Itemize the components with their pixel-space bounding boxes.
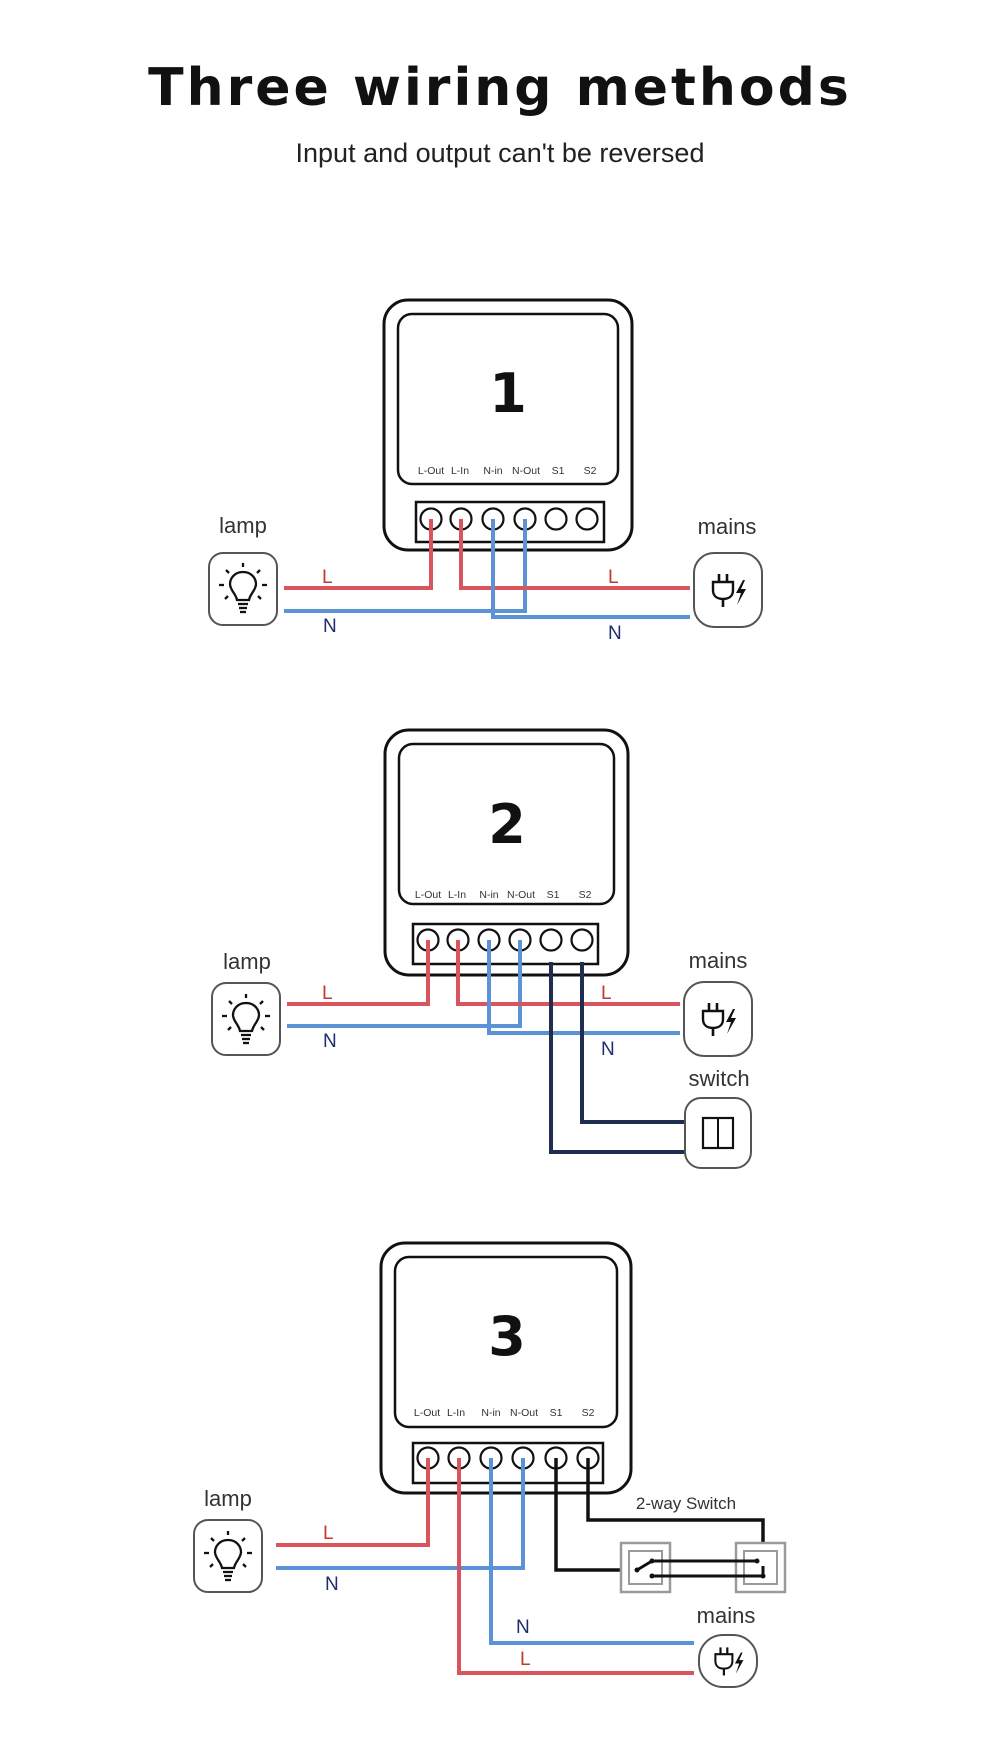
terminal-block-2 xyxy=(411,922,600,966)
terminal-label-s1: S1 xyxy=(547,889,560,901)
page-title: Three wiring methods xyxy=(148,58,852,118)
lamp-label: lamp xyxy=(204,1486,252,1511)
terminal-label-l-out: L-Out xyxy=(415,889,441,901)
device-1-face xyxy=(396,312,620,486)
mains-box xyxy=(698,1634,758,1688)
two-way-switch-icon xyxy=(619,1541,787,1594)
lamp-label: lamp xyxy=(219,513,267,538)
page-subtitle: Input and output can't be reversed xyxy=(295,138,705,168)
terminal-label-l-in: L-In xyxy=(448,889,466,901)
wire-label-mains-neutral: N xyxy=(608,623,622,644)
wire-label-mains-live: L xyxy=(520,1649,531,1670)
terminal-label-n-in: N-in xyxy=(479,889,498,901)
device-3-face xyxy=(393,1255,619,1429)
wire-label-mains-live: L xyxy=(608,567,619,588)
diagram-1: 1 L-Out L-In N-in N-Out S1 S2 L N L N la… xyxy=(208,298,763,644)
lamp-box xyxy=(211,982,281,1056)
wire-switch-s2 xyxy=(580,962,685,1124)
terminal-screw xyxy=(544,507,568,531)
wire-label-lamp-live: L xyxy=(322,983,333,1004)
wire-mains-neutral xyxy=(491,519,690,619)
wire-mains-live xyxy=(459,519,690,590)
mains-box xyxy=(683,981,753,1057)
wire-lamp-neutral xyxy=(276,1458,525,1570)
lamp-label: lamp xyxy=(223,949,271,974)
diagram-2: 2 L-Out L-In N-in N-Out S1 S2 L N L N la… xyxy=(211,728,753,1169)
wire-lamp-live xyxy=(284,519,433,590)
mains-label: mains xyxy=(698,514,757,539)
terminal-screw xyxy=(570,928,594,952)
terminal-label-l-out: L-Out xyxy=(418,465,444,477)
device-1-number: 1 xyxy=(489,362,527,425)
terminal-label-l-in: L-In xyxy=(451,465,469,477)
terminal-screw xyxy=(539,928,563,952)
terminal-label-s1: S1 xyxy=(552,465,565,477)
wire-mains-neutral xyxy=(489,1458,694,1645)
mains-label: mains xyxy=(697,1603,756,1628)
wire-switch-s1 xyxy=(549,962,685,1154)
wire-label-mains-neutral: N xyxy=(516,1617,530,1638)
terminal-screw xyxy=(575,507,599,531)
mains-label: mains xyxy=(689,948,748,973)
two-way-switch-label: 2-way Switch xyxy=(636,1494,736,1513)
diagram-3: 3 L-Out L-In N-in N-Out S1 S2 L N N L la… xyxy=(193,1241,787,1688)
terminal-label-s1: S1 xyxy=(550,1407,563,1419)
wire-lamp-live xyxy=(287,940,430,1006)
terminal-label-n-out: N-Out xyxy=(507,889,535,901)
wire-label-lamp-live: L xyxy=(323,1523,334,1544)
device-3-number: 3 xyxy=(488,1305,526,1368)
switch-label: switch xyxy=(688,1066,749,1091)
terminal-label-l-out: L-Out xyxy=(414,1407,440,1419)
wire-label-lamp-live: L xyxy=(322,567,333,588)
terminal-label-s2: S2 xyxy=(579,889,592,901)
wire-label-lamp-neutral: N xyxy=(323,1031,337,1052)
wire-mains-neutral xyxy=(487,940,680,1035)
lamp-box xyxy=(193,1519,263,1593)
device-2-face xyxy=(397,742,616,906)
wall-switch-icon xyxy=(701,1116,735,1150)
terminal-label-n-in: N-in xyxy=(483,465,502,477)
wire-label-lamp-neutral: N xyxy=(323,616,337,637)
terminal-label-l-in: L-In xyxy=(447,1407,465,1419)
wire-lamp-neutral xyxy=(287,940,522,1028)
terminal-label-n-out: N-Out xyxy=(510,1407,538,1419)
wire-label-lamp-neutral: N xyxy=(325,1574,339,1595)
device-2-number: 2 xyxy=(488,793,526,856)
wire-mains-live xyxy=(457,1458,694,1675)
mains-box xyxy=(693,552,763,628)
wire-label-mains-live: L xyxy=(601,983,612,1004)
terminal-label-n-out: N-Out xyxy=(512,465,540,477)
wire-label-mains-neutral: N xyxy=(601,1039,615,1060)
wire-lamp-neutral xyxy=(284,519,527,613)
wire-mains-live xyxy=(456,940,680,1006)
terminal-label-n-in: N-in xyxy=(481,1407,500,1419)
terminal-label-s2: S2 xyxy=(582,1407,595,1419)
terminal-block-1 xyxy=(414,500,606,544)
terminal-block-3 xyxy=(411,1441,605,1485)
wire-s1-two-way xyxy=(554,1458,637,1572)
terminal-label-s2: S2 xyxy=(584,465,597,477)
wire-lamp-live xyxy=(276,1458,430,1547)
